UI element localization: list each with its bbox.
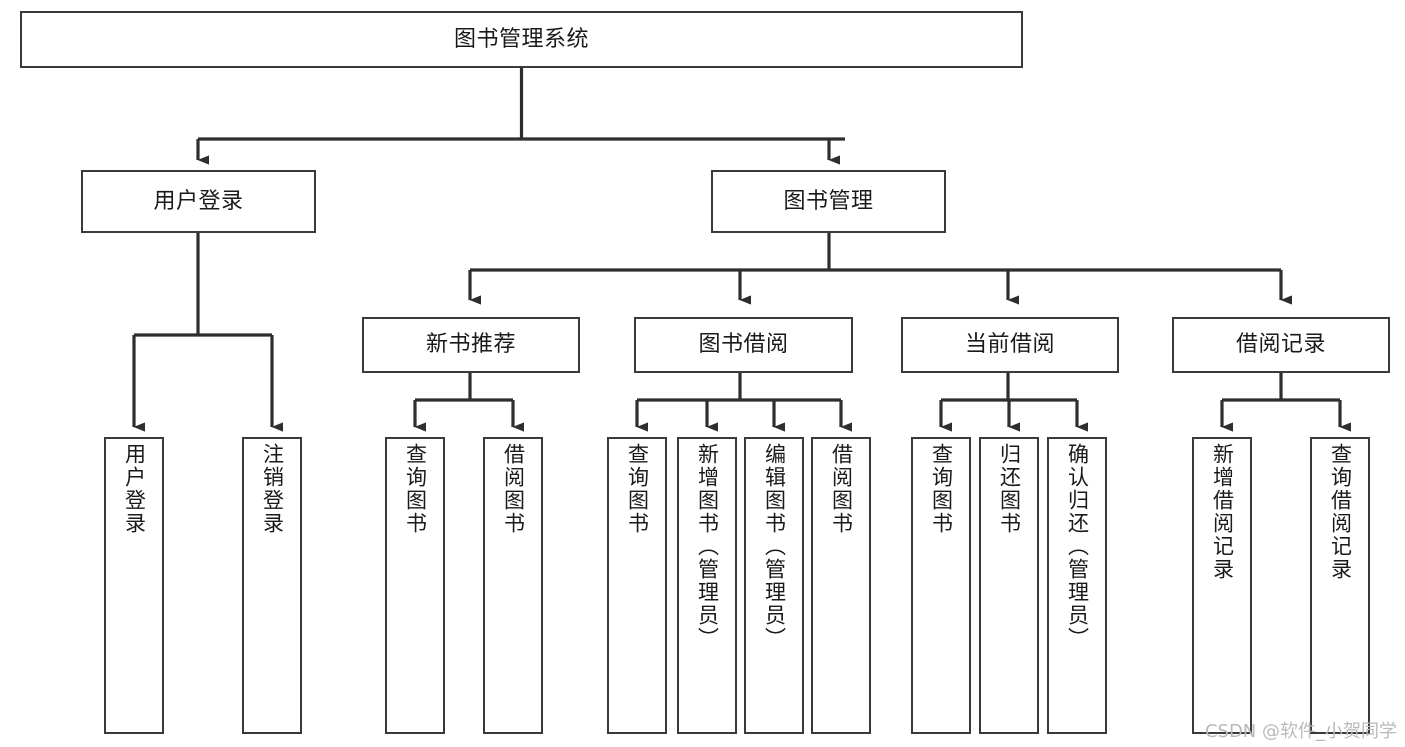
node-leaf-borrow-book-2[interactable]: 借阅图书 — [811, 437, 871, 734]
node-leaf-borrow-book-1[interactable]: 借阅图书 — [483, 437, 543, 734]
node-leaf-logout-login-label: 注销登录 — [260, 443, 285, 535]
node-leaf-query-book-1[interactable]: 查询图书 — [385, 437, 445, 734]
node-leaf-add-book[interactable]: 新增图书（管理员） — [677, 437, 737, 734]
node-new-book-recommend-label: 新书推荐 — [425, 332, 516, 358]
node-book-borrow[interactable]: 图书借阅 — [634, 317, 853, 373]
node-user-login-label: 用户登录 — [153, 188, 244, 214]
node-leaf-logout-login[interactable]: 注销登录 — [242, 437, 302, 734]
node-current-borrow[interactable]: 当前借阅 — [901, 317, 1119, 373]
node-leaf-confirm-return-label: 确认归还（管理员） — [1065, 443, 1090, 650]
node-leaf-edit-book[interactable]: 编辑图书（管理员） — [744, 437, 804, 734]
node-book-manage-label: 图书管理 — [783, 188, 874, 214]
node-leaf-query-book-3[interactable]: 查询图书 — [911, 437, 971, 734]
node-current-borrow-label: 当前借阅 — [964, 332, 1055, 358]
node-leaf-add-record[interactable]: 新增借阅记录 — [1192, 437, 1252, 734]
node-leaf-user-login[interactable]: 用户登录 — [104, 437, 164, 734]
node-root-label: 图书管理系统 — [453, 26, 589, 52]
node-new-book-recommend[interactable]: 新书推荐 — [362, 317, 580, 373]
node-leaf-add-record-label: 新增借阅记录 — [1210, 443, 1235, 581]
node-leaf-query-book-2[interactable]: 查询图书 — [607, 437, 667, 734]
node-leaf-query-record-label: 查询借阅记录 — [1328, 443, 1353, 581]
node-leaf-confirm-return[interactable]: 确认归还（管理员） — [1047, 437, 1107, 734]
node-leaf-query-book-1-label: 查询图书 — [403, 443, 428, 535]
node-borrow-record[interactable]: 借阅记录 — [1172, 317, 1390, 373]
node-leaf-user-login-label: 用户登录 — [122, 443, 147, 535]
node-leaf-return-book[interactable]: 归还图书 — [979, 437, 1039, 734]
node-book-manage[interactable]: 图书管理 — [711, 170, 946, 233]
node-leaf-query-record[interactable]: 查询借阅记录 — [1310, 437, 1370, 734]
watermark-text: CSDN @软件_小贺同学 — [1204, 721, 1397, 742]
node-leaf-query-book-2-label: 查询图书 — [625, 443, 650, 535]
node-root[interactable]: 图书管理系统 — [20, 11, 1023, 68]
node-leaf-add-book-label: 新增图书（管理员） — [695, 443, 720, 650]
node-book-borrow-label: 图书借阅 — [698, 332, 789, 358]
node-leaf-return-book-label: 归还图书 — [997, 443, 1022, 535]
node-leaf-borrow-book-2-label: 借阅图书 — [829, 443, 854, 535]
node-leaf-borrow-book-1-label: 借阅图书 — [501, 443, 526, 535]
node-user-login[interactable]: 用户登录 — [81, 170, 316, 233]
node-borrow-record-label: 借阅记录 — [1235, 332, 1326, 358]
node-leaf-query-book-3-label: 查询图书 — [929, 443, 954, 535]
node-leaf-edit-book-label: 编辑图书（管理员） — [762, 443, 787, 650]
